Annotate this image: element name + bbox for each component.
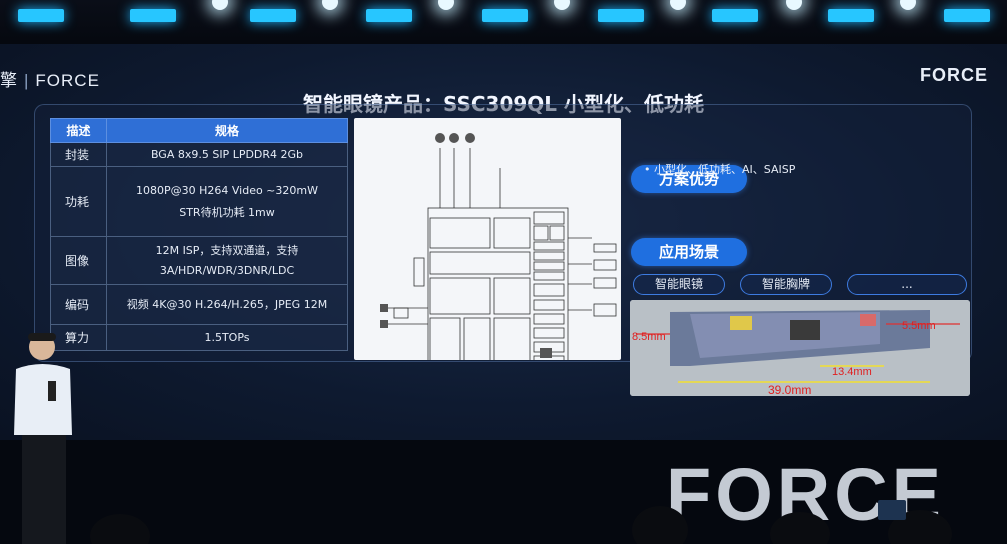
storage-icon	[435, 133, 445, 143]
spec-table: 描述 规格 封装 BGA 8x9.5 SIP LPDDR4 2Gb 功耗 108…	[50, 118, 348, 351]
table-key-cell: 算力	[50, 324, 107, 351]
stage-light	[592, 0, 650, 30]
table-header-cell: 描述	[50, 118, 107, 143]
microphone-icon	[380, 304, 388, 312]
scenario-item: 智能眼镜	[633, 274, 725, 295]
stage-light	[878, 0, 936, 30]
value-line: BGA 8x9.5 SIP LPDDR4 2Gb	[150, 147, 304, 161]
brand-separator: |	[24, 71, 30, 90]
stage-light	[12, 0, 70, 30]
table-row: 封装 BGA 8x9.5 SIP LPDDR4 2Gb	[50, 142, 348, 167]
pcb-board-photo: 8.5mm 5.5mm 13.4mm 39.0mm	[630, 300, 970, 396]
brand-prefix: 擎	[0, 71, 18, 90]
value-line: 3A/HDR/WDR/3DNR/LDC	[159, 263, 295, 277]
stage-light	[764, 0, 822, 30]
table-value-cell: 视频 4K@30 H.264/H.265，JPEG 12M	[106, 284, 348, 325]
table-header-row: 描述 规格	[50, 118, 348, 143]
stage-light	[124, 0, 182, 30]
table-row: 编码 视频 4K@30 H.264/H.265，JPEG 12M	[50, 284, 348, 325]
stage-light	[190, 0, 248, 30]
stage-light	[822, 0, 880, 30]
stage-light	[416, 0, 474, 30]
stage-light	[938, 0, 996, 30]
scenarios-title: 应用场景	[631, 238, 747, 266]
speaker-icon	[380, 320, 388, 328]
pcb-board-drawing: 8.5mm 5.5mm 13.4mm 39.0mm	[630, 300, 970, 396]
board-dim-left: 8.5mm	[632, 331, 666, 343]
table-key-cell: 编码	[50, 284, 107, 325]
table-row: 算力 1.5TOPs	[50, 324, 348, 351]
block-diagram	[354, 118, 621, 360]
value-line: 1.5TOPs	[204, 330, 250, 344]
stage-light	[360, 0, 418, 30]
value-line: 1080P@30 H264 Video ~320mW	[135, 183, 318, 197]
brand-name: FORCE	[35, 71, 100, 90]
table-key-cell: 图像	[50, 236, 107, 285]
stage-light	[476, 0, 534, 30]
scenario-item: 智能胸牌	[740, 274, 832, 295]
block-diagram-drawing	[380, 133, 617, 360]
advantages-title: 方案优势	[631, 165, 747, 193]
table-value-cell: 1080P@30 H264 Video ~320mW STR待机功耗 1mw	[106, 166, 348, 237]
table-value-cell: 12M ISP，支持双通道，支持 3A/HDR/WDR/3DNR/LDC	[106, 236, 348, 285]
table-value-cell: BGA 8x9.5 SIP LPDDR4 2Gb	[106, 142, 348, 167]
table-key-cell: 封装	[50, 142, 107, 167]
brand-logo-right: FORCE	[920, 65, 988, 85]
audience-silhouette	[90, 500, 952, 544]
stage-light	[244, 0, 302, 30]
sd-card-icon	[540, 348, 552, 358]
stage-light	[300, 0, 358, 30]
table-row: 图像 12M ISP，支持双通道，支持 3A/HDR/WDR/3DNR/LDC	[50, 236, 348, 285]
board-dim-width: 39.0mm	[768, 383, 811, 396]
board-dim-right: 5.5mm	[902, 320, 936, 332]
board-dim-mid: 13.4mm	[832, 366, 872, 378]
value-line: 12M ISP，支持双通道，支持	[155, 243, 299, 257]
slide-title: 智能眼镜产品：SSC309QL 小型化、低功耗	[302, 92, 705, 116]
scenario-item: ...	[847, 274, 967, 295]
speaker-figure	[14, 333, 72, 544]
brand-logo-left: 擎 | FORCE	[0, 66, 100, 91]
stage-light	[648, 0, 706, 30]
value-line: 视频 4K@30 H.264/H.265，JPEG 12M	[126, 297, 328, 311]
table-header-cell: 规格	[106, 118, 348, 143]
wifi-antenna-icon	[465, 133, 475, 143]
table-row: 功耗 1080P@30 H264 Video ~320mW STR待机功耗 1m…	[50, 166, 348, 237]
table-key-cell: 功耗	[50, 166, 107, 237]
stage-lights	[0, 0, 1007, 40]
soc-outline	[427, 207, 569, 360]
advantages-bullet: • 小型化、低功耗、AI、SAISP	[644, 163, 796, 176]
table-value-cell: 1.5TOPs	[106, 324, 348, 351]
storage-icon	[449, 133, 459, 143]
stage-light	[532, 0, 590, 30]
stage-light	[706, 0, 764, 30]
value-line: STR待机功耗 1mw	[179, 205, 275, 219]
